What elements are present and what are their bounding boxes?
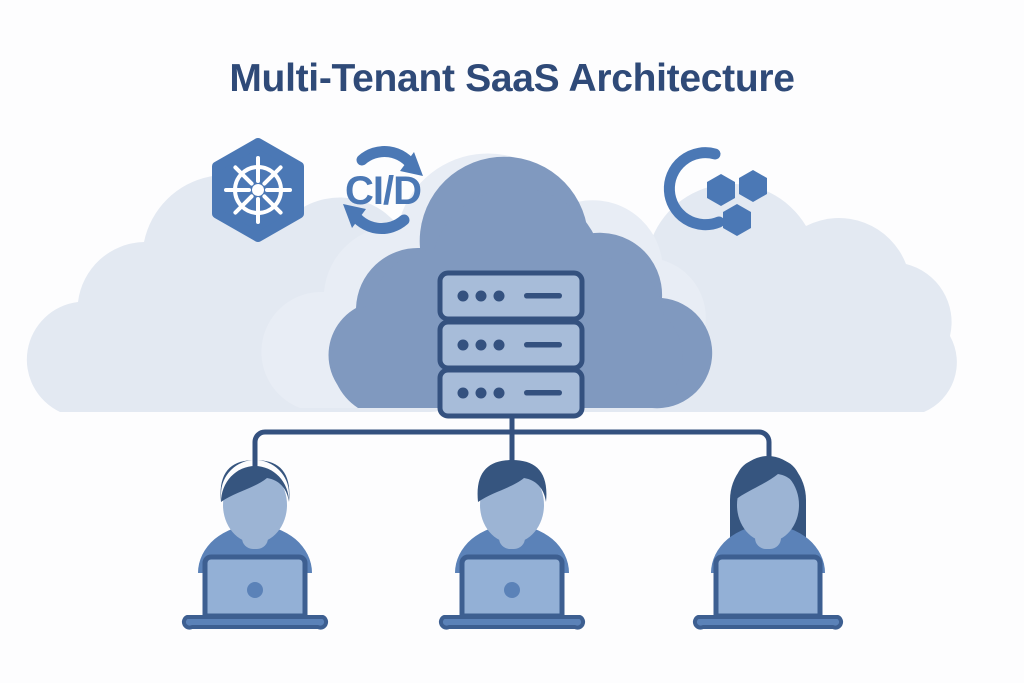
laptop — [181, 554, 329, 630]
kubernetes-icon[interactable] — [212, 138, 304, 242]
server-led-dot — [475, 387, 487, 399]
cicd-icon[interactable]: CI/D — [343, 146, 423, 234]
laptop-logo — [504, 582, 520, 598]
laptop-base — [181, 615, 329, 630]
tenant-user-1[interactable] — [181, 460, 329, 630]
server-led-dot — [493, 387, 505, 399]
microservices-icon[interactable] — [663, 147, 767, 236]
laptop-base — [692, 615, 844, 630]
tenant-user-3[interactable] — [692, 456, 844, 630]
server-slot-bar — [524, 342, 562, 348]
cicd-label: CI/D — [345, 169, 421, 213]
server-led-dot — [493, 290, 505, 302]
hair-shape — [220, 460, 290, 502]
hair-shape — [477, 460, 547, 502]
page-title: Multi-Tenant SaaS Architecture — [229, 57, 795, 100]
server-stack[interactable] — [437, 270, 585, 419]
server-slot-bar — [524, 293, 562, 299]
server-led-dot — [457, 387, 469, 399]
server-unit-2 — [437, 319, 585, 371]
server-led-dot — [493, 339, 505, 351]
hair-front-shape — [734, 458, 802, 500]
laptop — [438, 554, 586, 630]
laptop — [692, 554, 844, 630]
tenant-user-2[interactable] — [438, 460, 586, 630]
server-unit-1 — [437, 270, 585, 322]
server-led-dot — [475, 339, 487, 351]
laptop-lid — [713, 554, 823, 619]
laptop-base — [438, 615, 586, 630]
server-led-dot — [457, 339, 469, 351]
server-slot-bar — [524, 390, 562, 396]
server-unit-3 — [437, 367, 585, 419]
server-led-dot — [457, 290, 469, 302]
laptop-logo — [247, 582, 263, 598]
server-led-dot — [475, 290, 487, 302]
